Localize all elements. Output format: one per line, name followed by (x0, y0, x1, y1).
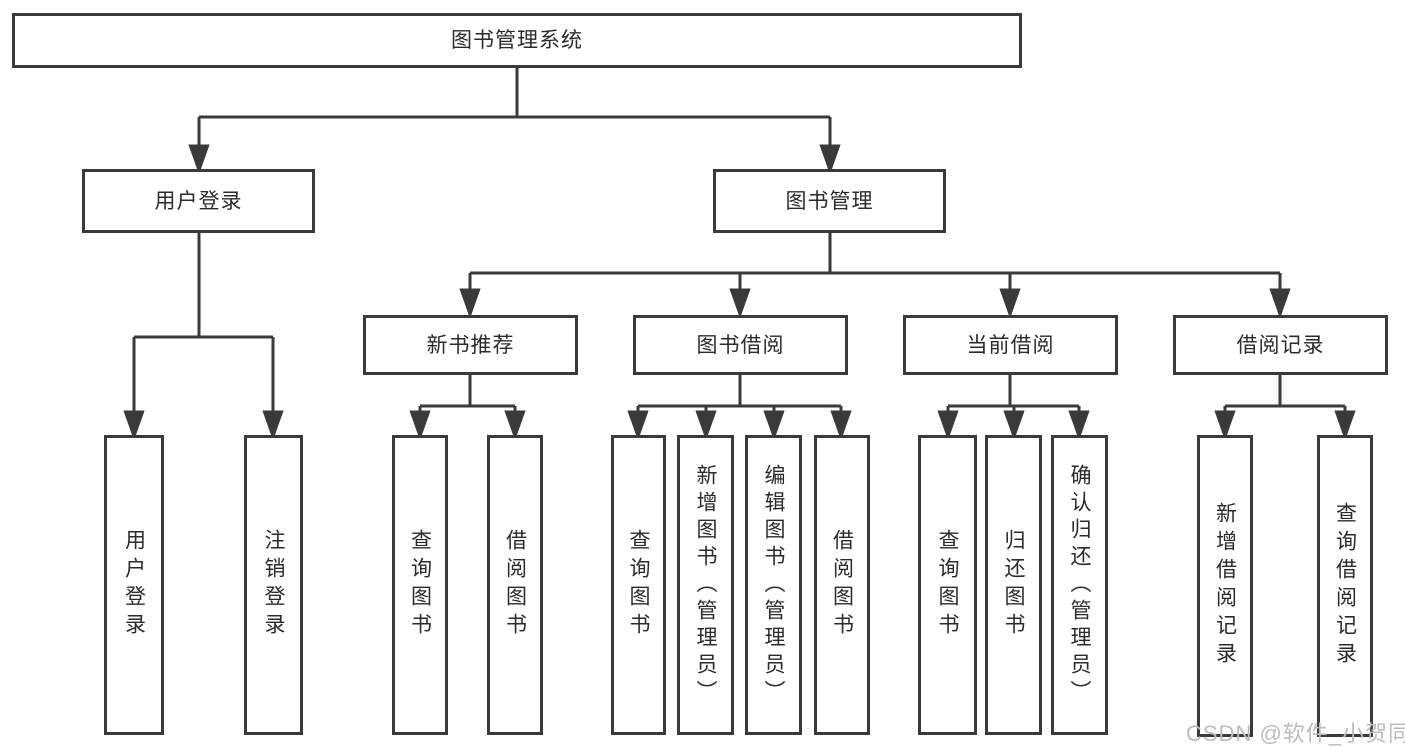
node-book-mgmt-label: 图书管理 (785, 189, 874, 213)
connector-root-to-level2 (188, 68, 841, 175)
leaf-borrow-edit-admin-label: 编辑图书（管理员） (762, 463, 785, 707)
leaf-current-confirm-admin-label: 确认归还（管理员） (1068, 463, 1091, 707)
leaf-logout-label: 注销登录 (262, 529, 285, 641)
csdn-watermark: CSDN @软件_小贺同学 (1186, 716, 1405, 747)
leaf-borrow-book: 借阅图书 (814, 435, 870, 735)
node-new-book-label: 新书推荐 (426, 333, 515, 357)
leaf-user-login: 用户登录 (104, 435, 164, 735)
connector-user-login-children (123, 233, 284, 441)
node-book-borrow-label: 图书借阅 (696, 333, 785, 357)
connector-new-book-children (409, 375, 526, 441)
leaf-record-add-label: 新增借阅记录 (1213, 502, 1237, 670)
leaf-logout: 注销登录 (244, 435, 303, 735)
connector-current-borrow-children (937, 375, 1090, 441)
leaf-new-book-query-label: 查询图书 (408, 529, 432, 641)
leaf-new-book-borrow-label: 借阅图书 (503, 529, 527, 641)
leaf-record-query-label: 查询借阅记录 (1333, 502, 1357, 670)
node-current-borrow-label: 当前借阅 (966, 333, 1055, 357)
node-current-borrow: 当前借阅 (903, 315, 1118, 375)
node-root-label: 图书管理系统 (451, 29, 583, 52)
node-user-login-label: 用户登录 (154, 189, 243, 213)
leaf-current-return-label: 归还图书 (1002, 529, 1025, 641)
leaf-current-query: 查询图书 (918, 435, 977, 735)
leaf-new-book-query: 查询图书 (392, 435, 448, 735)
connector-borrow-record-children (1214, 375, 1356, 441)
connector-book-borrow-children (627, 375, 852, 441)
node-root-system: 图书管理系统 (12, 13, 1022, 68)
node-borrow-record-label: 借阅记录 (1236, 333, 1325, 357)
leaf-borrow-query: 查询图书 (611, 435, 666, 735)
leaf-borrow-edit-admin: 编辑图书（管理员） (745, 435, 802, 735)
leaf-record-query: 查询借阅记录 (1317, 435, 1373, 737)
leaf-current-query-label: 查询图书 (936, 529, 959, 641)
node-borrow-record: 借阅记录 (1173, 315, 1388, 375)
csdn-watermark-text: CSDN @软件_小贺同 (1186, 721, 1405, 746)
leaf-borrow-query-label: 查询图书 (627, 529, 650, 641)
node-new-book: 新书推荐 (363, 315, 578, 375)
leaf-borrow-book-label: 借阅图书 (830, 529, 854, 641)
connector-book-mgmt-modules (459, 233, 1291, 319)
leaf-current-return: 归还图书 (985, 435, 1042, 735)
leaf-current-confirm-admin: 确认归还（管理员） (1051, 435, 1108, 735)
node-user-login: 用户登录 (82, 169, 315, 233)
leaf-new-book-borrow: 借阅图书 (487, 435, 543, 735)
leaf-user-login-label: 用户登录 (122, 529, 146, 641)
leaf-borrow-add-admin: 新增图书（管理员） (677, 435, 734, 735)
node-book-mgmt: 图书管理 (713, 169, 946, 233)
node-book-borrow: 图书借阅 (633, 315, 848, 375)
leaf-borrow-add-admin-label: 新增图书（管理员） (694, 463, 717, 707)
leaf-record-add: 新增借阅记录 (1197, 435, 1253, 737)
